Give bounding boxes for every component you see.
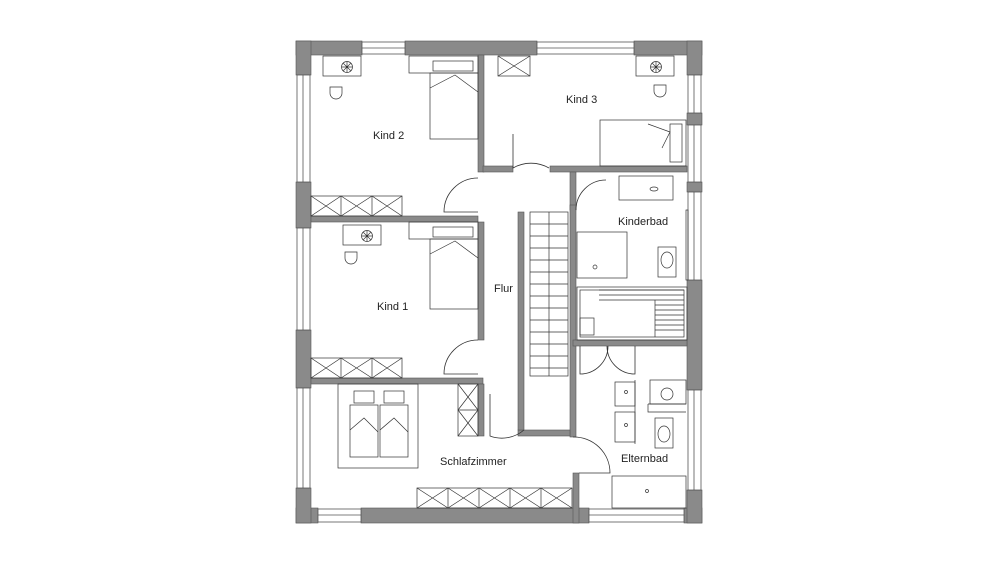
room-label-kind-3: Kind 3 bbox=[566, 94, 597, 106]
room-label-kind-1: Kind 1 bbox=[377, 301, 408, 313]
exterior-walls bbox=[295, 40, 703, 524]
windows bbox=[296, 41, 702, 523]
doors bbox=[443, 134, 636, 474]
room-label-schlafzimmer: Schlafzimmer bbox=[440, 456, 507, 468]
room-label-flur: Flur bbox=[494, 283, 513, 295]
beds bbox=[337, 55, 687, 469]
desks bbox=[322, 55, 675, 265]
room-label-kinderbad: Kinderbad bbox=[618, 216, 668, 228]
room-label-kind-2: Kind 2 bbox=[373, 130, 404, 142]
staircase bbox=[529, 211, 569, 377]
bath-fixtures bbox=[576, 175, 689, 509]
wardrobes bbox=[310, 55, 573, 509]
room-label-elternbad: Elternbad bbox=[621, 453, 668, 465]
